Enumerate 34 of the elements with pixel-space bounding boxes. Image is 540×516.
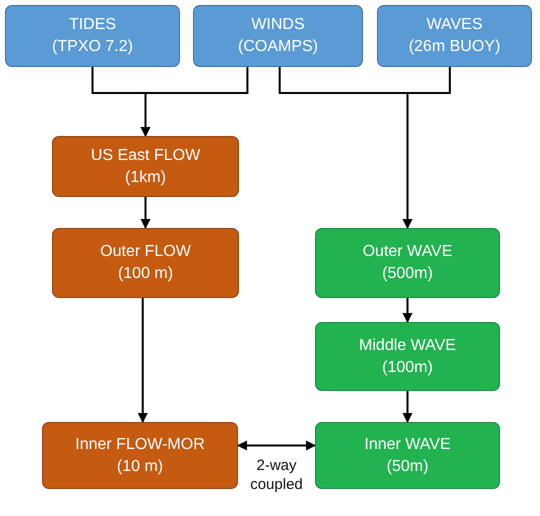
box-label: (100m) [382, 358, 433, 378]
box-label: (500m) [382, 264, 433, 284]
box-label: (10 m) [116, 456, 164, 476]
box-label: Middle WAVE [359, 336, 456, 356]
arrow [237, 440, 316, 450]
arrow [138, 298, 148, 423]
arrow [402, 391, 412, 423]
arrow [140, 197, 150, 229]
box-label: WAVES [426, 15, 482, 36]
model-box [52, 228, 239, 298]
model-box [315, 322, 500, 391]
arrow [402, 298, 412, 323]
box-label: (COAMPS) [238, 37, 318, 57]
box-label: (26m BUOY) [408, 37, 500, 57]
arrow [402, 67, 451, 229]
box-label: WINDS [251, 15, 305, 36]
box-label: TIDES [68, 15, 116, 36]
model-box [5, 5, 180, 67]
box-label: (50m) [386, 456, 428, 476]
model-box [315, 422, 500, 489]
model-box [42, 422, 238, 489]
box-label: Outer WAVE [362, 242, 452, 262]
model-box [193, 5, 363, 67]
box-label: (1km) [125, 168, 166, 188]
box-label: US East FLOW [90, 146, 200, 166]
model-box [377, 5, 532, 67]
box-label: (100 m) [118, 264, 174, 284]
box-label: Inner WAVE [364, 434, 451, 455]
box-label: Inner FLOW-MOR [75, 434, 205, 455]
box-label: (TPXO 7.2) [52, 37, 133, 57]
model-box [52, 136, 239, 197]
model-box [315, 228, 500, 298]
arrow [140, 67, 248, 137]
box-label: Outer FLOW [100, 242, 191, 262]
